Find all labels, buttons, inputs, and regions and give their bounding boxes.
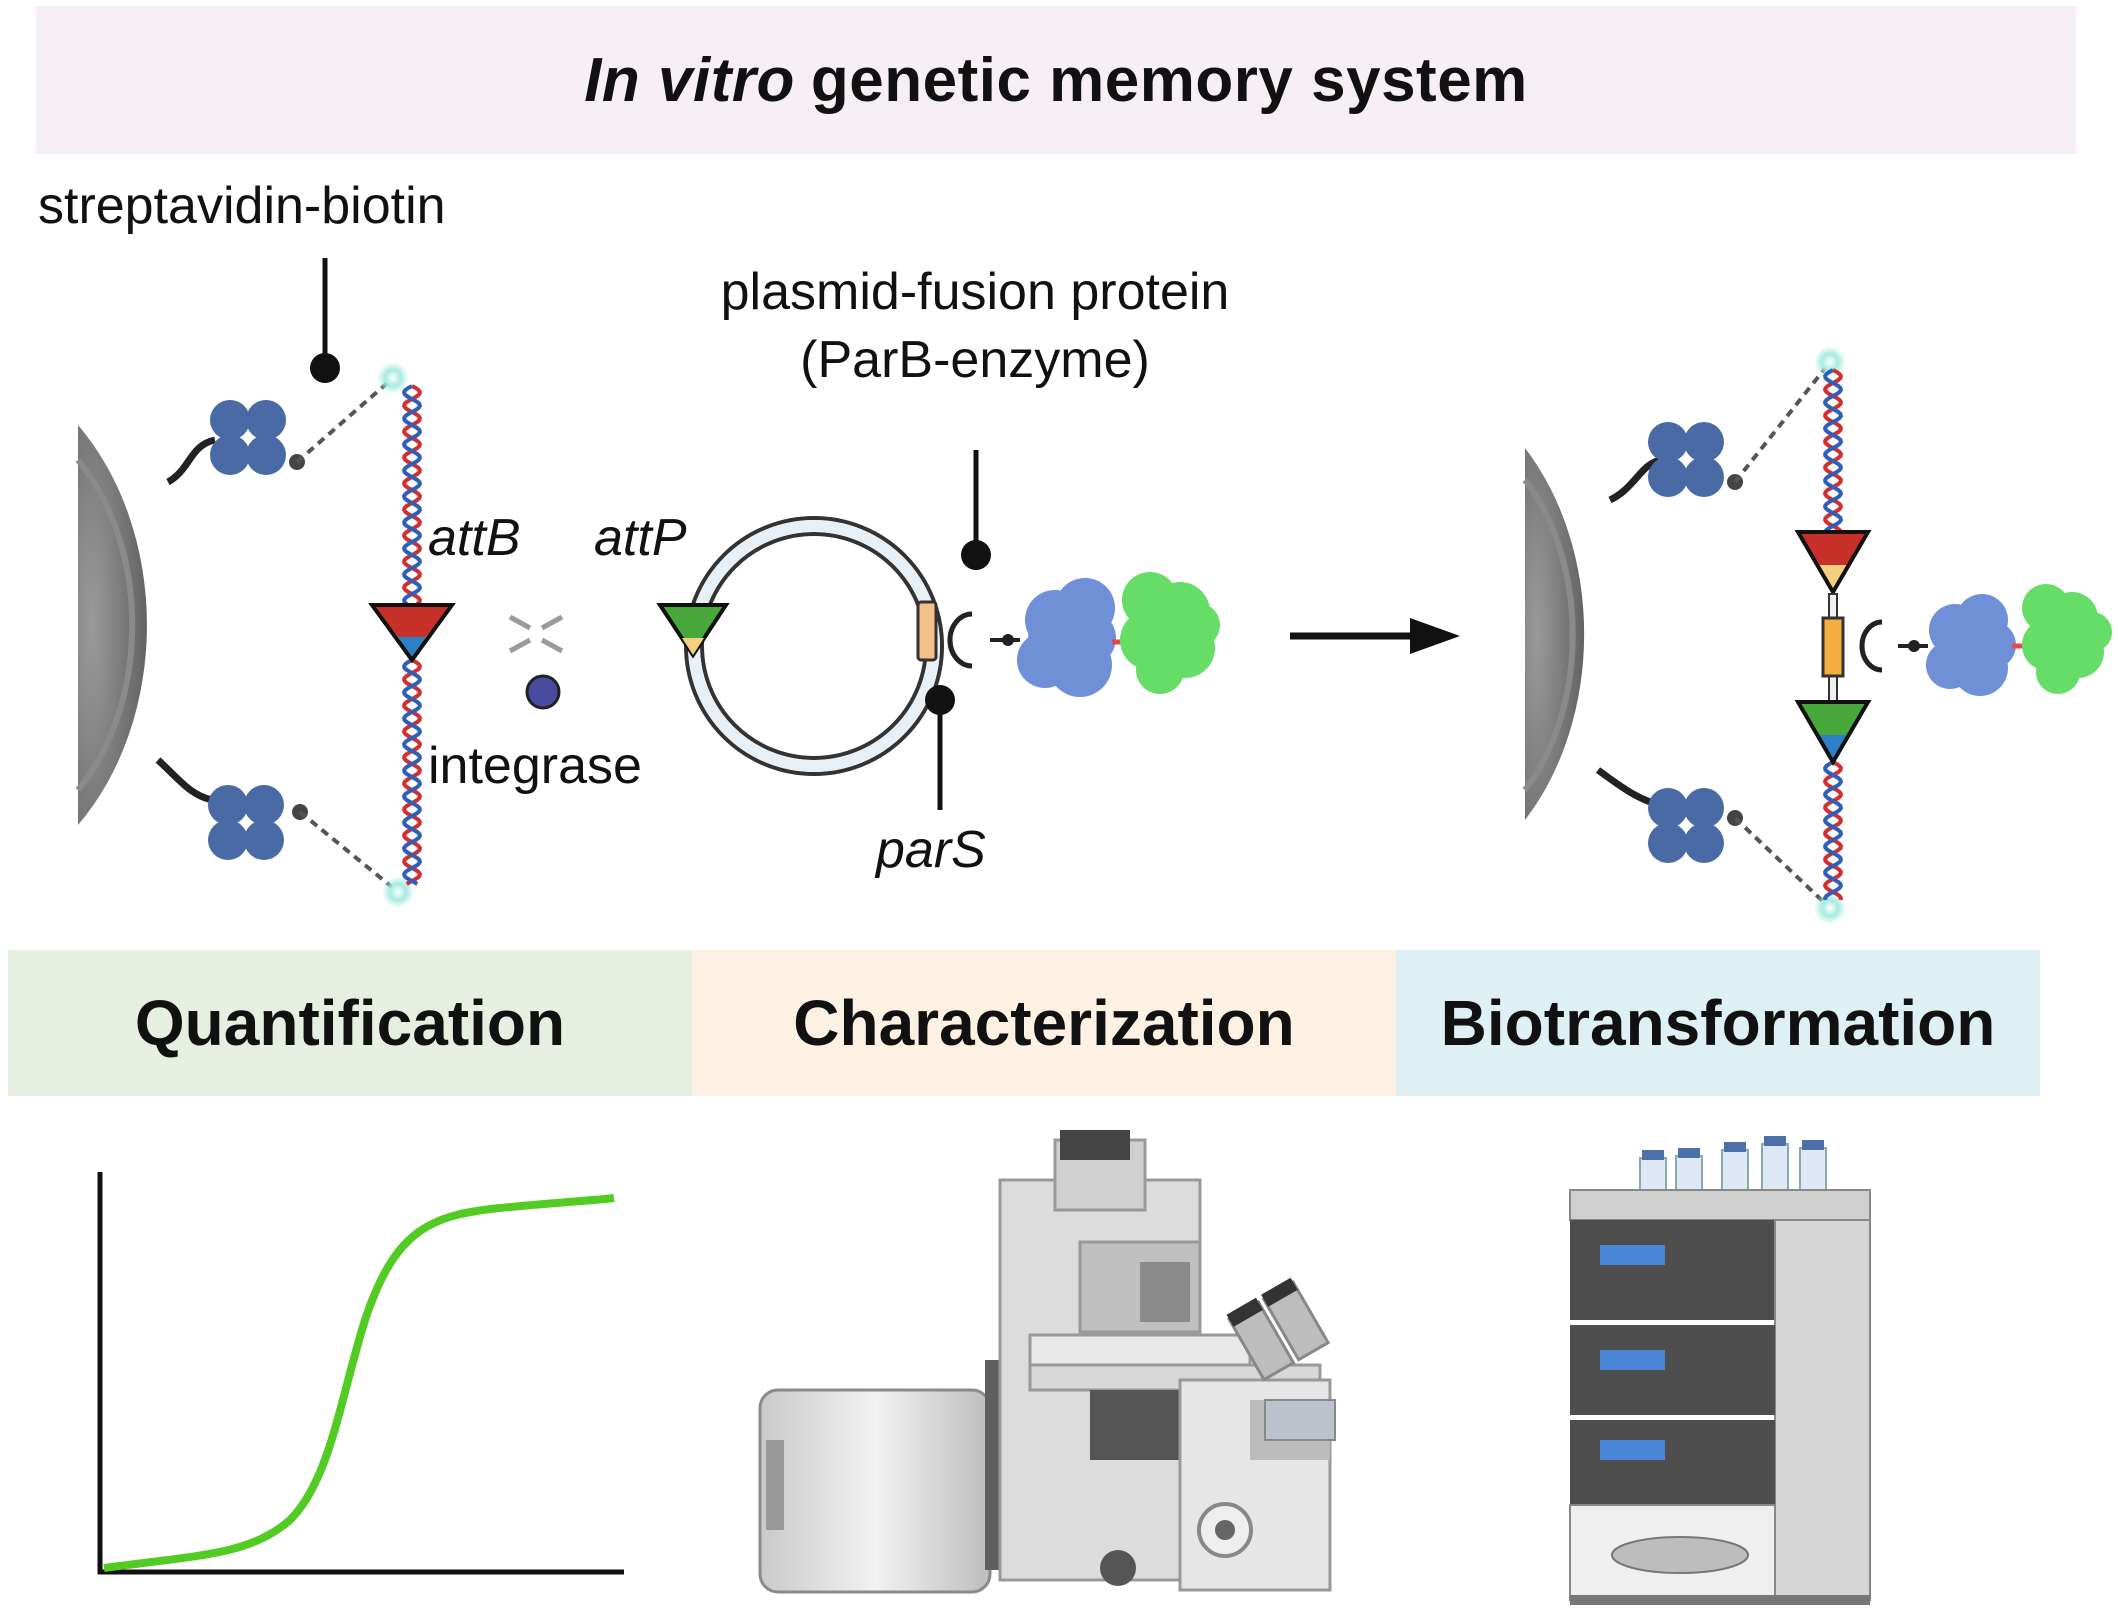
streptavidin-tetramer-icon bbox=[1595, 767, 1724, 863]
microscope-icon bbox=[758, 1130, 1336, 1594]
label-parb-enzyme: (ParB-enzyme) bbox=[800, 331, 1150, 389]
bead-icon bbox=[75, 425, 147, 825]
dna-strand bbox=[1822, 760, 1844, 901]
parb-enzyme-fusion-icon bbox=[1859, 584, 2112, 696]
dna-strand bbox=[1822, 760, 1844, 901]
section-biotransformation: Biotransformation bbox=[1396, 950, 2040, 1096]
label-pars: parS bbox=[876, 821, 986, 879]
title-banner: In vitro genetic memory system bbox=[36, 6, 2076, 154]
attl-site-icon bbox=[1794, 530, 1872, 596]
dna-strand bbox=[401, 384, 423, 606]
biotin-linker bbox=[289, 362, 414, 908]
attr-site-icon bbox=[1794, 700, 1872, 766]
pars-site-icon bbox=[1821, 616, 1845, 678]
title-italic: In vitro bbox=[584, 45, 795, 115]
attb-site-icon bbox=[368, 603, 456, 664]
streptavidin-tetramer-icon bbox=[166, 400, 286, 486]
dna-strand bbox=[401, 658, 423, 886]
section-label: Biotransformation bbox=[1440, 987, 1996, 1059]
label-plasmid-fusion-protein: plasmid-fusion protein bbox=[720, 263, 1230, 321]
parb-enzyme-fusion-icon bbox=[947, 572, 1220, 697]
section-quantification: Quantification bbox=[8, 950, 692, 1096]
section-label: Characterization bbox=[793, 987, 1295, 1059]
streptavidin-tetramer-icon bbox=[155, 757, 284, 860]
section-label: Quantification bbox=[134, 987, 566, 1059]
dna-helix-icon bbox=[1822, 368, 1844, 534]
section-characterization: Characterization bbox=[692, 950, 1396, 1096]
label-attp: attP bbox=[594, 509, 687, 567]
plasmid-icon bbox=[656, 516, 944, 776]
arrow-right-icon bbox=[1290, 618, 1460, 654]
hplc-icon bbox=[1569, 1136, 1871, 1605]
dna-helix-icon bbox=[401, 384, 423, 886]
label-streptavidin-biotin: streptavidin-biotin bbox=[38, 177, 446, 235]
dna-helix-icon bbox=[1822, 760, 1844, 901]
sigmoid-plot-icon bbox=[97, 1172, 624, 1575]
label-integrase: integrase bbox=[428, 737, 642, 795]
integrase-icon bbox=[508, 614, 564, 710]
callout-dot bbox=[961, 540, 991, 570]
label-attb: attB bbox=[428, 509, 521, 567]
biotin-linker bbox=[1727, 346, 1846, 924]
streptavidin-tetramer-icon bbox=[1608, 422, 1724, 504]
callout-dot bbox=[310, 353, 340, 383]
dna-strand bbox=[401, 658, 423, 886]
bead-icon bbox=[1522, 448, 1585, 820]
dna-strand bbox=[1822, 368, 1844, 534]
title-text: genetic memory system bbox=[810, 45, 1528, 115]
